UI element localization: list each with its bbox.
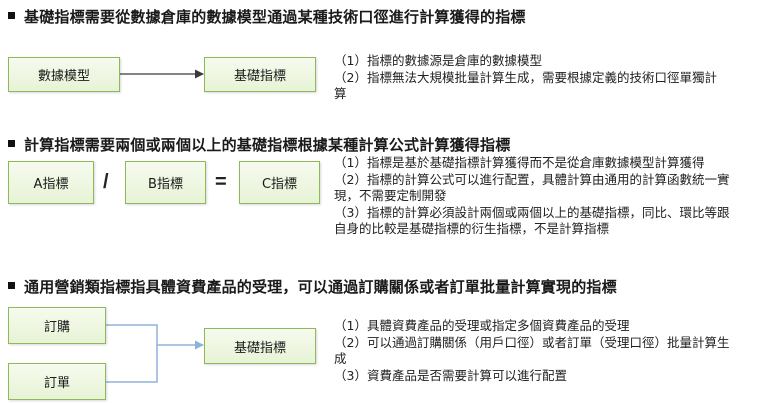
square-bullet-icon [8,282,15,289]
note-item: （1）指標的數據源是倉庫的數據模型 [334,53,542,68]
indicator-b-box: B指標 [125,161,206,204]
note-item: （1）指標是基於基礎指標計算獲得而不是從倉庫數據模型計算獲得 [334,155,705,170]
note-item: （2）指標的計算公式可以進行配置，具體計算由通用的計算函數統一實現，不需要定制開… [334,171,730,204]
basic-indicator-box: 基礎指標 [204,57,316,92]
basic-indicator-box-2: 基礎指標 [204,328,316,364]
section-3-notes: （1）具體資費產品的受理或指定多個資費產品的受理 （2）可以通過訂購關係（用戶口… [334,318,734,384]
note-item: （3）指標的計算必須設計兩個或兩個以上的基礎指標，同比、環比等跟自身的比較是基礎… [334,204,730,237]
connector-order [106,345,158,383]
indicator-a-box: A指標 [8,161,94,204]
divide-operator: / [103,171,109,193]
connector-order-rel [106,324,158,345]
note-item: （2）指標無法大規模批量計算生成，需要根據定義的技術口徑單獨計算 [334,69,717,102]
data-model-box: 數據模型 [8,57,120,92]
note-item: （3）資費產品是否需要計算可以進行配置 [334,367,567,383]
order-relation-box: 訂購 [8,307,106,344]
section-1-notes: （1）指標的數據源是倉庫的數據模型 （2）指標無法大規模批量計算生成，需要根據定… [334,53,726,103]
section-2-notes: （1）指標是基於基礎指標計算獲得而不是從倉庫數據模型計算獲得 （2）指標的計算公… [334,155,734,238]
section-3-heading: 通用營銷類指標指具體資費產品的受理，可以通過訂購關係或者訂單批量計算實現的指標 [8,276,617,297]
indicator-c-box: C指標 [239,161,320,204]
square-bullet-icon [8,12,15,19]
equals-operator: = [215,171,227,193]
section-2-heading: 計算指標需要兩個或兩個以上的基礎指標根據某種計算公式計算獲得指標 [8,134,510,155]
note-item: （1）具體資費產品的受理或指定多個資費產品的受理 [334,318,630,333]
note-item: （2）可以通過訂購關係（用戶口徑）或者訂單（受理口徑）批量計算生成 [334,334,730,367]
order-box: 訂單 [8,363,106,400]
section-1-heading: 基礎指標需要從數據倉庫的數據模型通過某種技術口徑進行計算獲得的指標 [8,6,526,27]
square-bullet-icon [8,140,15,147]
